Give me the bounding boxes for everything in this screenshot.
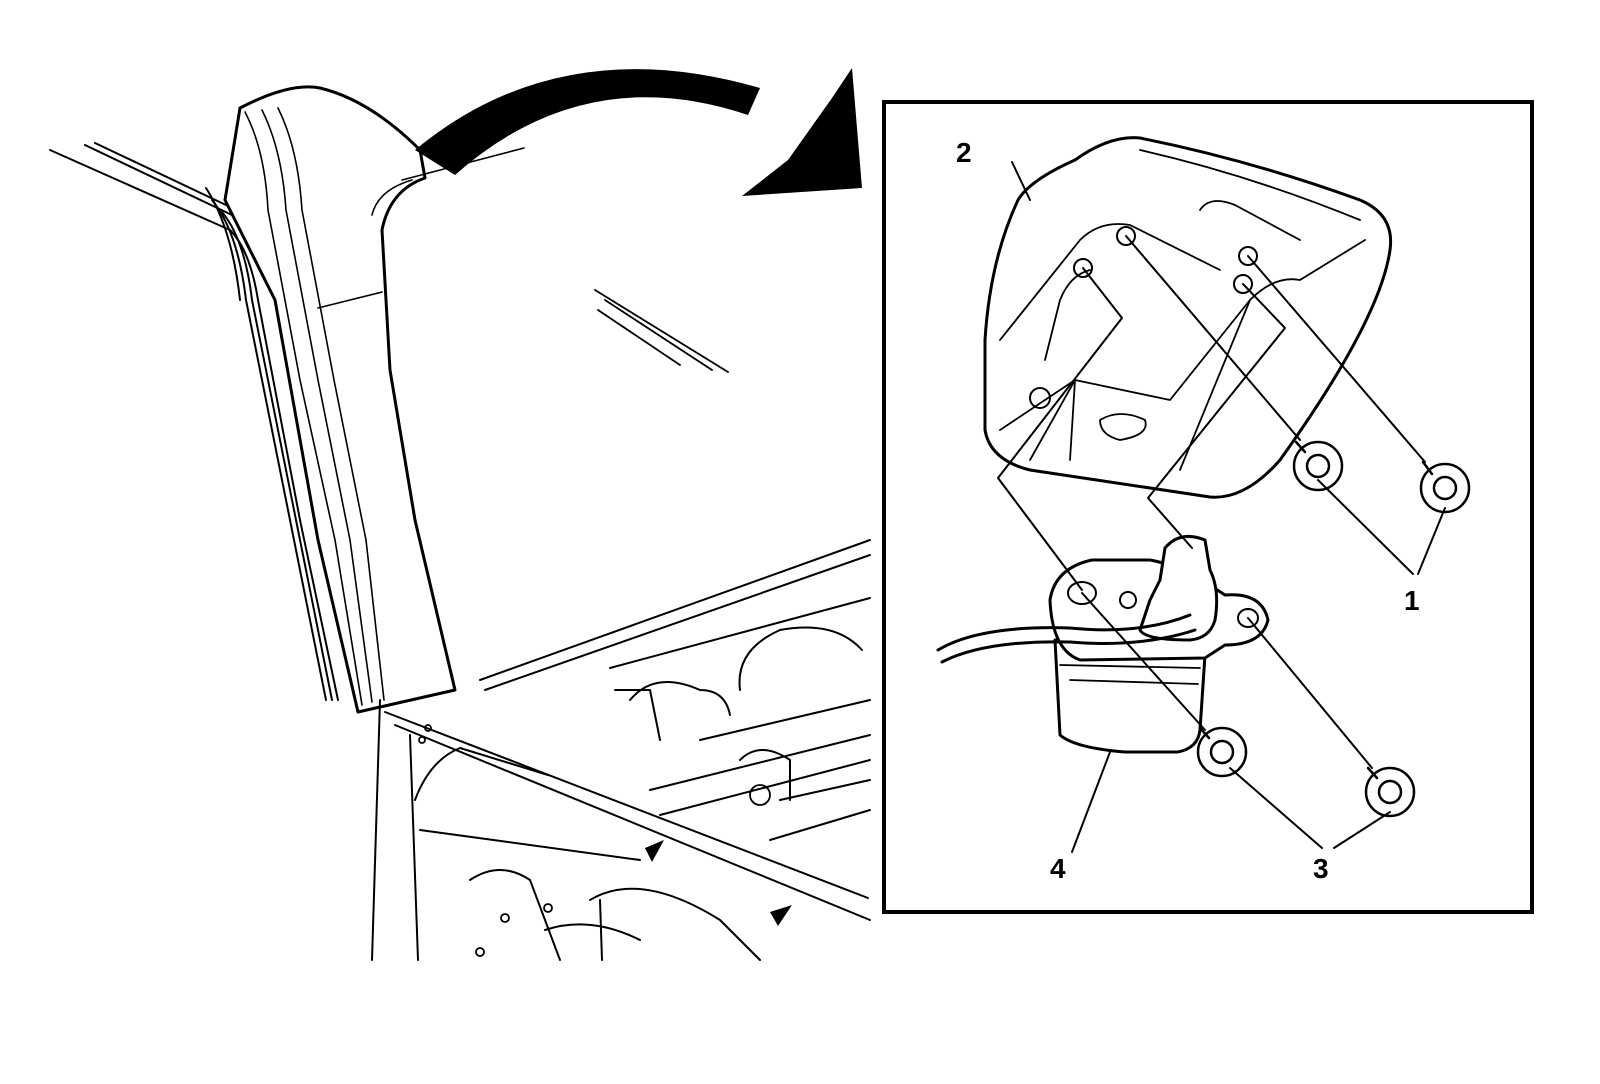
locator-tab-markers — [645, 840, 792, 926]
callout-4: 4 — [1050, 853, 1066, 884]
fastener-bolts — [1196, 440, 1471, 818]
bolt — [1419, 460, 1471, 514]
sensor-module — [936, 534, 1270, 754]
bracket-cover — [983, 136, 1393, 499]
callout-labels: 1 2 3 4 — [956, 137, 1420, 884]
bolt — [1364, 766, 1416, 818]
callout-1: 1 — [1404, 585, 1420, 616]
cowl-structure — [371, 539, 871, 961]
roof-edge — [49, 142, 339, 701]
a-pillar-trim — [223, 85, 525, 714]
callout-2: 2 — [956, 137, 972, 168]
vehicle-overview — [49, 85, 871, 961]
alignment-lines — [997, 161, 1446, 853]
bolt — [1292, 440, 1344, 492]
curved-arrow-right-icon — [415, 68, 862, 196]
windshield-glass — [594, 289, 729, 373]
detail-inset: 1 2 3 4 — [882, 100, 1534, 914]
cowl-fastener-holes — [418, 724, 771, 957]
callout-3: 3 — [1313, 853, 1329, 884]
bolt — [1196, 726, 1248, 778]
